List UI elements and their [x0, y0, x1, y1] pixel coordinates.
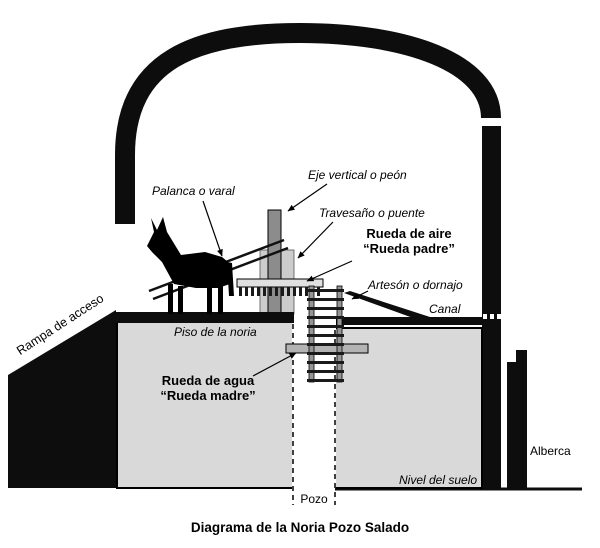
- label-canal: Canal: [429, 302, 461, 316]
- label-rueda-de-agua: Rueda de agua “Rueda madre”: [147, 373, 269, 404]
- arteson-trough: [344, 291, 430, 323]
- arch-right-wall: [482, 126, 501, 488]
- label-piso: Piso de la noria: [174, 325, 257, 339]
- access-ramp-shape: [8, 310, 116, 488]
- alberca-shape: [507, 350, 527, 489]
- label-pozo: Pozo: [300, 492, 328, 506]
- label-palanca: Palanca o varal: [152, 184, 235, 198]
- label-nivel-suelo: Nivel del suelo: [399, 473, 478, 487]
- pointer-arrows: [202, 183, 369, 377]
- canal-band: [336, 317, 482, 325]
- label-arteson: Artesón o dornajo: [368, 278, 463, 292]
- platform-floor-band: [113, 312, 294, 323]
- left-platform: [116, 321, 292, 489]
- right-platform: [336, 327, 483, 489]
- air-wheel: [236, 278, 324, 296]
- label-alberca: Alberca: [530, 444, 571, 458]
- label-rueda-de-agua-line2: “Rueda madre”: [160, 387, 256, 403]
- label-rueda-de-aire-line1: Rueda de aire: [366, 226, 452, 241]
- water-wheel: [307, 285, 344, 383]
- donkey-silhouette: [147, 217, 234, 314]
- vertical-shaft: [267, 209, 282, 323]
- label-travesano: Travesaño o puente: [319, 206, 425, 220]
- arch-structure: [115, 22, 501, 224]
- label-eje-vertical: Eje vertical o peón: [308, 168, 407, 182]
- label-rueda-de-aire-line2: “Rueda padre”: [363, 240, 455, 256]
- diagram-title: Diagrama de la Noria Pozo Salado: [190, 520, 410, 535]
- label-rueda-de-aire: Rueda de aire “Rueda padre”: [348, 226, 470, 257]
- wall-gap-marks: [483, 314, 501, 319]
- label-rueda-de-agua-line1: Rueda de agua: [161, 373, 255, 388]
